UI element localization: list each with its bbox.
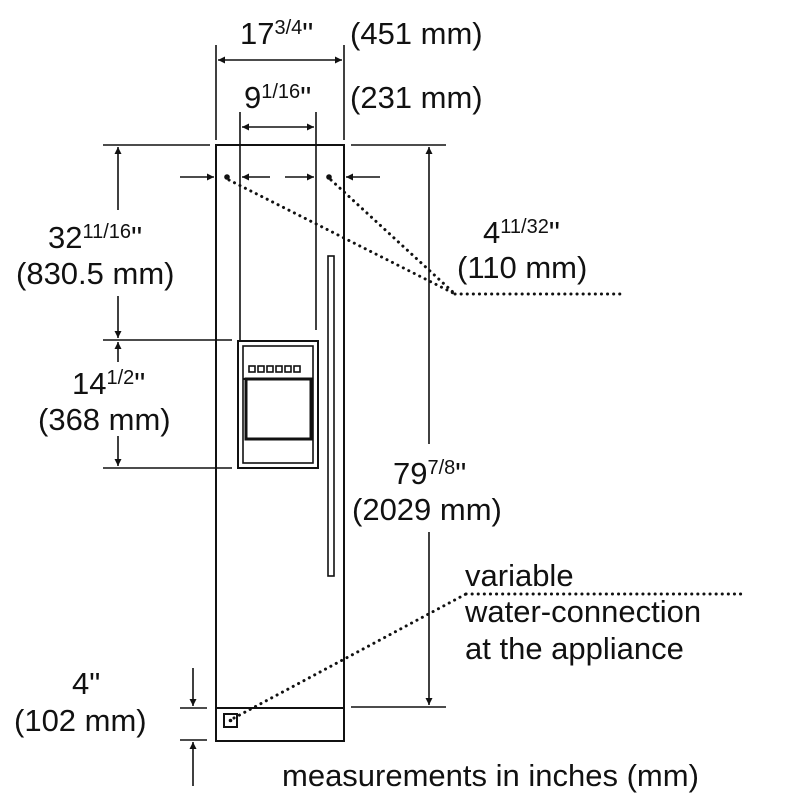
dimension-toe-kick: 4" (102 mm)	[14, 666, 207, 786]
svg-text:(102 mm): (102 mm)	[14, 703, 147, 738]
svg-text:91/16": 91/16"	[244, 80, 311, 115]
svg-text:411/32": 411/32"	[483, 215, 560, 250]
svg-text:141/2": 141/2"	[72, 366, 145, 401]
water-connection-icon	[223, 713, 238, 728]
water-connection-line-2: water-connection	[464, 594, 701, 629]
svg-text:(2029 mm): (2029 mm)	[352, 492, 502, 527]
dispenser-panel	[237, 340, 319, 469]
water-connection-callout: variable water-connection at the applian…	[232, 558, 748, 720]
dispenser-control-buttons	[248, 365, 301, 373]
svg-text:(830.5 mm): (830.5 mm)	[16, 256, 174, 291]
appliance-outline	[215, 112, 345, 742]
dimension-overall-width: 173/4" (451 mm)	[215, 16, 483, 140]
units-note: measurements in inches (mm)	[282, 758, 699, 793]
svg-text:3211/16": 3211/16"	[48, 220, 142, 255]
dimension-top-to-dispenser: 3211/16" (830.5 mm)	[16, 147, 232, 341]
side-offset-markers	[180, 173, 622, 296]
svg-text:(451 mm): (451 mm)	[350, 16, 483, 51]
dimension-dispenser-height: 141/2" (368 mm)	[38, 342, 232, 469]
svg-text:797/8": 797/8"	[393, 456, 466, 491]
svg-text:4": 4"	[72, 666, 100, 701]
dimension-dispenser-spacing: 91/16" (231 mm)	[242, 80, 483, 131]
svg-text:(110 mm): (110 mm)	[457, 250, 587, 285]
svg-text:(231 mm): (231 mm)	[350, 80, 483, 115]
water-connection-line-3: at the appliance	[465, 631, 684, 666]
door-handle	[327, 255, 335, 577]
svg-text:(368 mm): (368 mm)	[38, 402, 171, 437]
dimension-side-offset: 411/32" (110 mm)	[457, 215, 587, 285]
dimension-overall-height: 797/8" (2029 mm)	[351, 147, 502, 708]
svg-text:173/4": 173/4"	[240, 16, 313, 51]
water-connection-line-1: variable	[465, 558, 574, 593]
